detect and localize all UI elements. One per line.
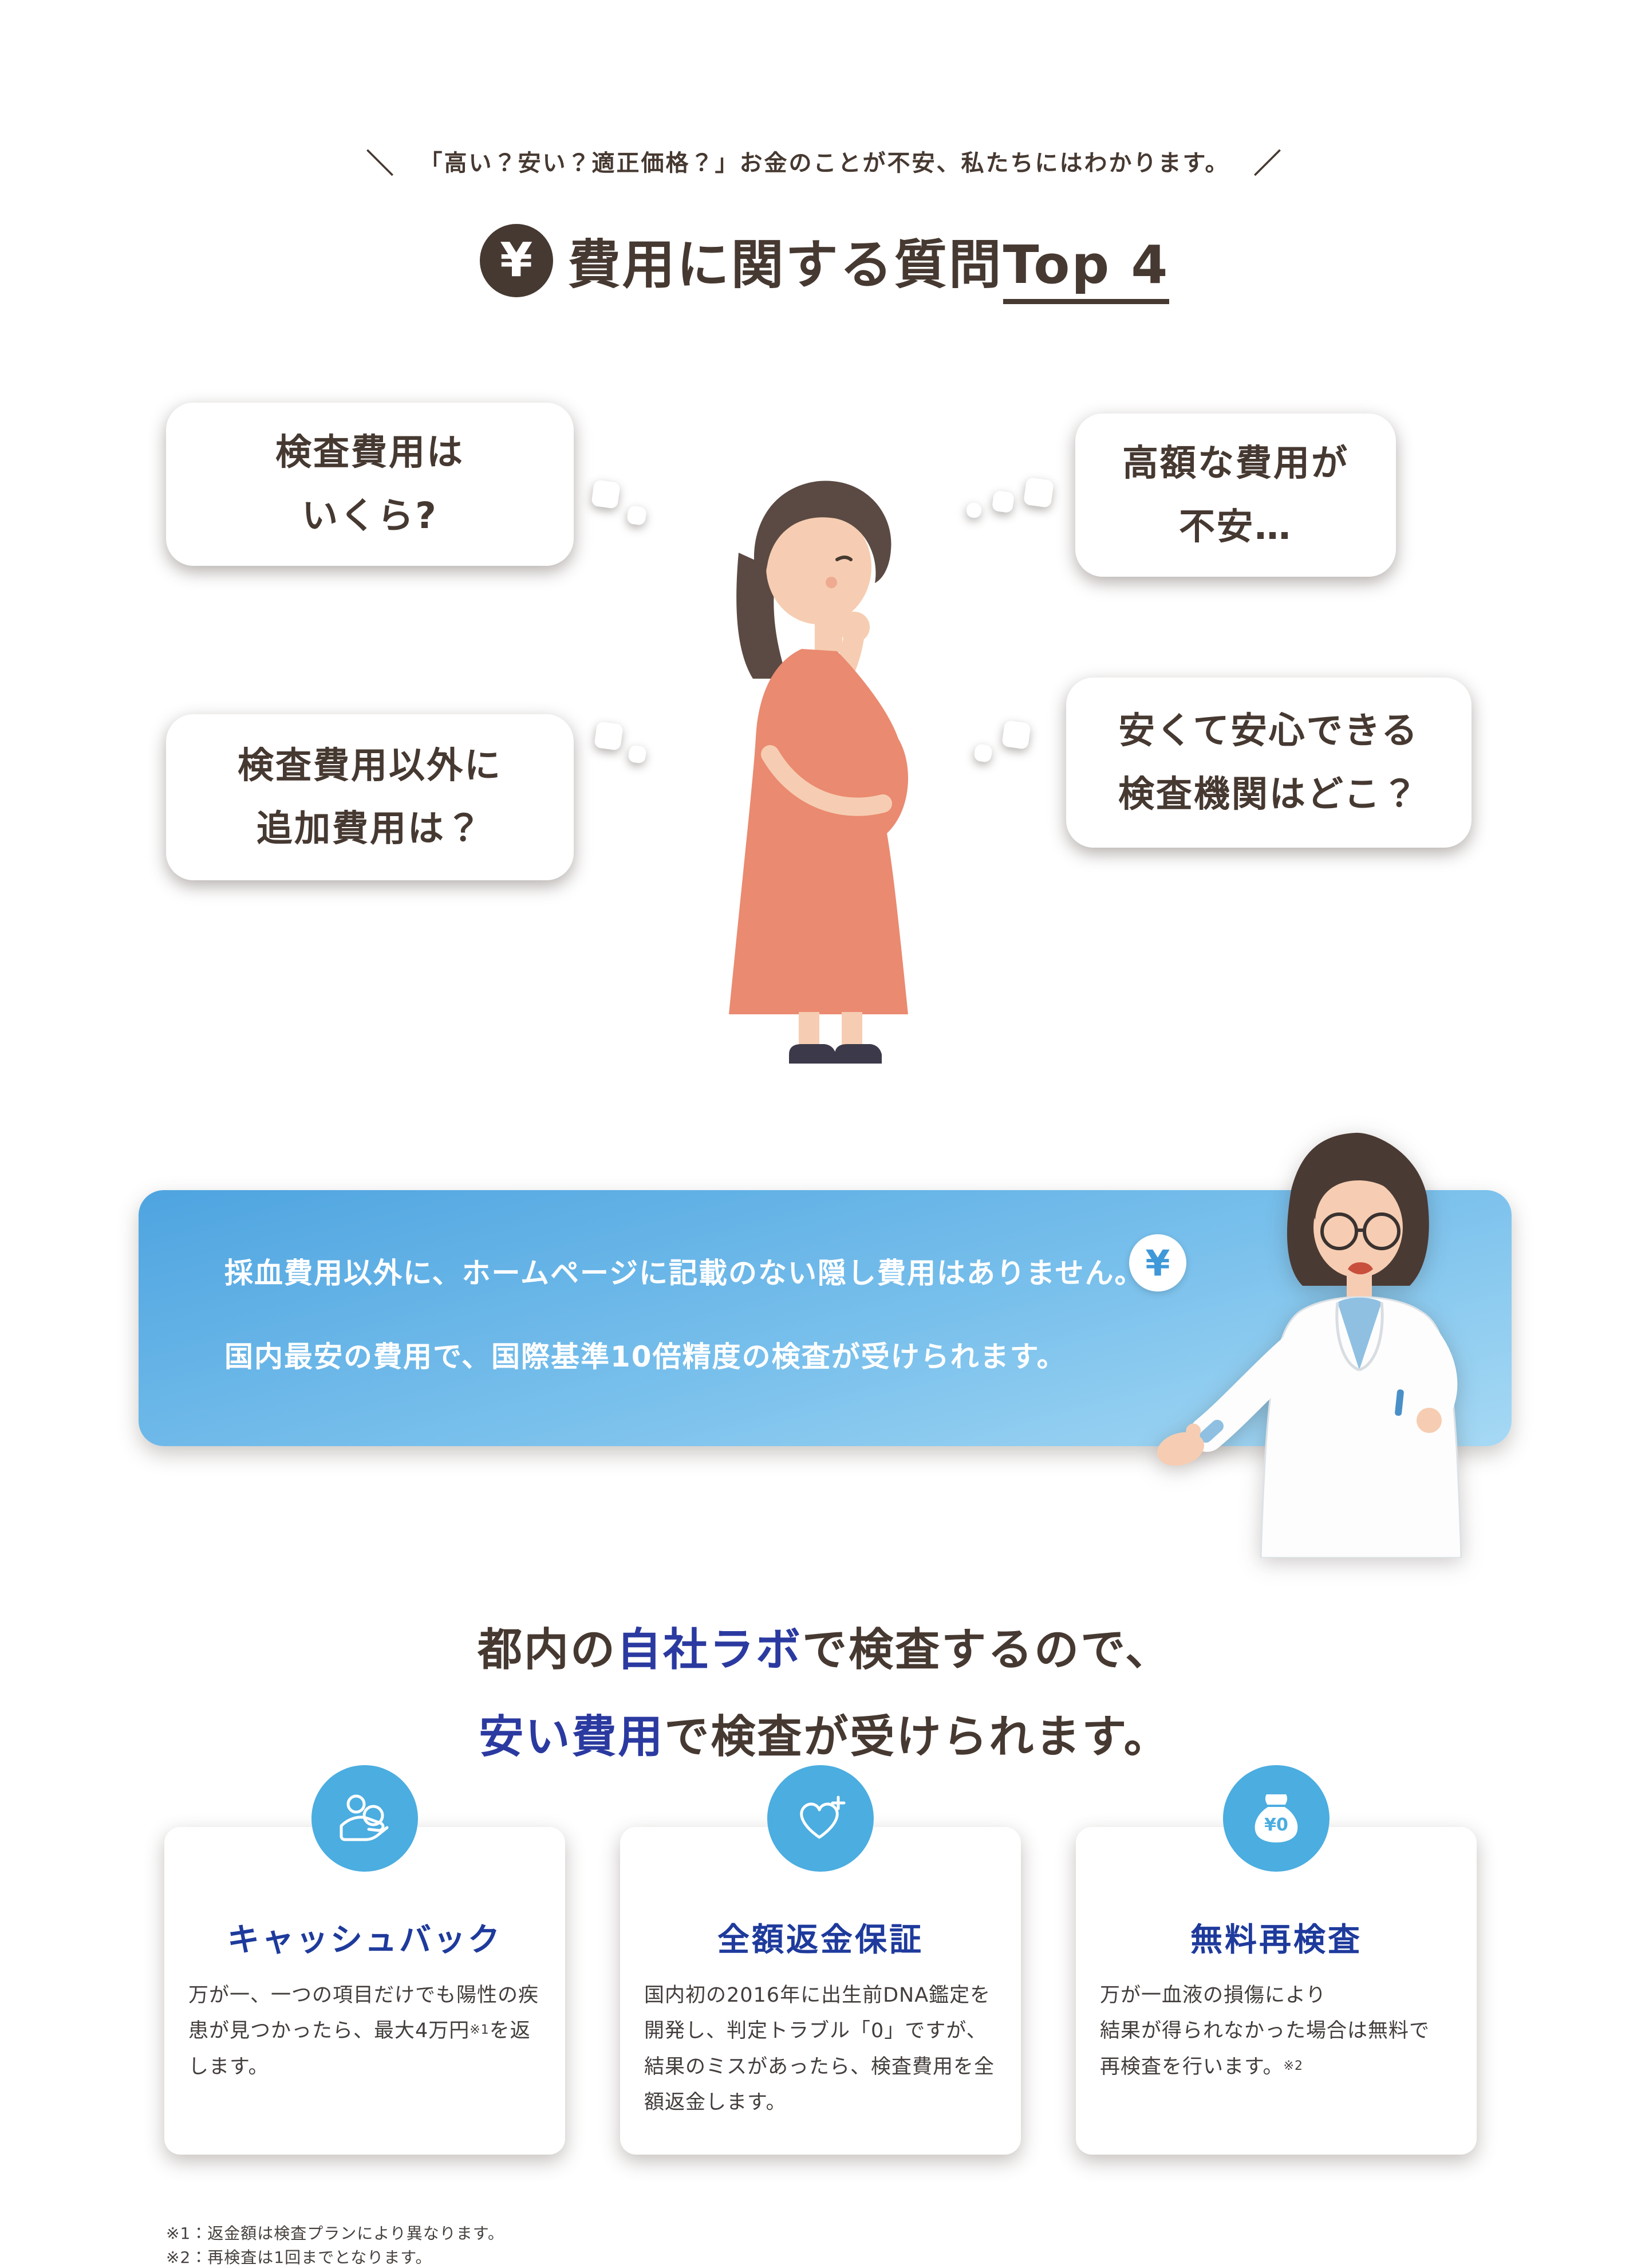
own-lab-heading: 都内の自社ラボで検査するので、 安い費用で検査が受けられます。: [0, 1606, 1649, 1781]
card-title-free-retest: 無料再検査: [1190, 1922, 1362, 1959]
bubble-line: 安くて安心できる: [1118, 710, 1419, 752]
bubble-line: 追加費用は？: [257, 808, 483, 849]
bubble-high-cost: 高額な費用が 不安…: [1075, 414, 1396, 577]
footnote-marker: ※1: [470, 2023, 490, 2038]
heading2-text: で検査が受けられます。: [664, 1711, 1170, 1763]
tagline-left-slash-icon: ＼: [366, 148, 396, 180]
card-title-full-refund: 全額返金保証: [717, 1922, 924, 1959]
coin-symbol: ¥: [1145, 1242, 1170, 1284]
heading2-text: 都内の: [478, 1624, 617, 1676]
card-free-retest: ¥0 無料再検査 万が一血液の損傷により 結果が得られなかった場合は無料で 再検…: [1076, 1765, 1477, 2155]
page-title-top4: Top 4: [1003, 234, 1170, 304]
heading2-highlight: 自社ラボ: [617, 1624, 803, 1676]
card-body-cashback: 万が一、一つの項目だけでも陽性の疾患が見つかったら、最大4万円※1を返します。: [188, 1978, 541, 2085]
card-body-text: 結果が得られなかった場合は無料で: [1100, 2019, 1430, 2043]
thought-dot: [973, 743, 993, 763]
thought-dot: [626, 505, 648, 526]
footnote-marker: ※2: [1283, 2058, 1303, 2073]
page-title-text: 費用に関する質問: [567, 234, 1003, 296]
yen-badge-icon: ¥: [479, 223, 553, 297]
bubble-line: 検査費用は: [275, 431, 464, 474]
banner-line-1: 採血費用以外に、ホームページに記載のない隠し費用はありません。: [224, 1257, 1145, 1290]
page-title: 費用に関する質問Top 4: [567, 222, 1170, 304]
card-body-text: 再検査を行います。※2: [1100, 2049, 1453, 2085]
card-title-cashback: キャッシュバック: [227, 1922, 502, 1959]
banner-text: 採血費用以外に、ホームページに記載のない隠し費用はありません。 国内最安の費用で…: [224, 1259, 1145, 1426]
card-body-text: 再検査を行います。: [1100, 2055, 1284, 2078]
money-bag-icon: ¥0: [1223, 1765, 1330, 1872]
thought-dot: [1023, 477, 1055, 509]
bubble-line: 検査費用以外に: [238, 744, 502, 786]
card-body-text: を返します。: [188, 2019, 531, 2078]
banner-line-2: 国内最安の費用で、国際基準10倍精度の検査が受けられます。: [224, 1340, 1067, 1373]
yen-symbol: ¥: [500, 233, 533, 288]
reassurance-banner: 採血費用以外に、ホームページに記載のない隠し費用はありません。 国内最安の費用で…: [139, 1190, 1512, 1446]
heading2-highlight: 安い費用: [479, 1711, 665, 1763]
thought-dot: [1001, 720, 1031, 750]
bubble-line: 不安…: [1179, 505, 1292, 548]
thought-dot: [991, 490, 1015, 514]
card-body-free-retest: 万が一血液の損傷により 結果が得られなかった場合は無料で 再検査を行います。※2: [1100, 1978, 1453, 2085]
tagline: ＼ 「高い？安い？適正価格？」お金のことが不安、私たちにはわかります。 ／: [0, 141, 1649, 181]
yen-coin-icon: ¥: [1129, 1234, 1186, 1292]
footnote-1: ※1：返金額は検査プランにより異なります。: [166, 2224, 504, 2243]
bubble-test-cost: 検査費用は いくら?: [166, 403, 574, 566]
bubble-cheap-safe-lab: 安くて安心できる 検査機関はどこ？: [1066, 678, 1472, 848]
tagline-text: 「高い？安い？適正価格？」お金のことが不安、私たちにはわかります。: [419, 150, 1230, 176]
footnote-2: ※2：再検査は1回までとなります。: [166, 2248, 432, 2267]
thought-dot: [594, 721, 624, 751]
card-full-refund: 全額返金保証 国内初の2016年に出生前DNA鑑定を開発し、判定トラブル「0」で…: [620, 1765, 1021, 2155]
hand-coins-icon: [311, 1765, 418, 1872]
bubble-extra-cost: 検査費用以外に 追加費用は？: [166, 714, 574, 880]
card-body-full-refund: 国内初の2016年に出生前DNA鑑定を開発し、判定トラブル「0」ですが、結果のミ…: [644, 1984, 995, 2114]
thought-dot: [628, 745, 647, 764]
doctor-illustration: [1157, 1132, 1462, 1558]
pregnant-woman-illustration: [729, 481, 909, 1064]
card-body-text: 万が一、一つの項目だけでも陽性の疾患が見つかったら、最大4万円: [188, 1984, 539, 2043]
own-lab-heading-line2: 安い費用で検査が受けられます。: [0, 1694, 1649, 1781]
thought-dot: [591, 479, 621, 509]
card-cashback: キャッシュバック 万が一、一つの項目だけでも陽性の疾患が見つかったら、最大4万円…: [164, 1765, 565, 2155]
bag-label: ¥0: [1264, 1815, 1288, 1835]
heading2-text: で検査するので、: [802, 1624, 1171, 1676]
own-lab-heading-line1: 都内の自社ラボで検査するので、: [0, 1606, 1649, 1694]
cost-questions-heading: ¥ 費用に関する質問Top 4: [0, 222, 1649, 304]
heart-plus-icon: [767, 1765, 874, 1872]
tagline-right-slash-icon: ／: [1253, 148, 1283, 180]
bubble-line: いくら?: [302, 494, 438, 537]
bubble-line: 検査機関はどこ？: [1118, 773, 1420, 815]
bubble-line: 高額な費用が: [1122, 442, 1349, 485]
card-body-text: 万が一血液の損傷により: [1100, 1984, 1327, 2007]
